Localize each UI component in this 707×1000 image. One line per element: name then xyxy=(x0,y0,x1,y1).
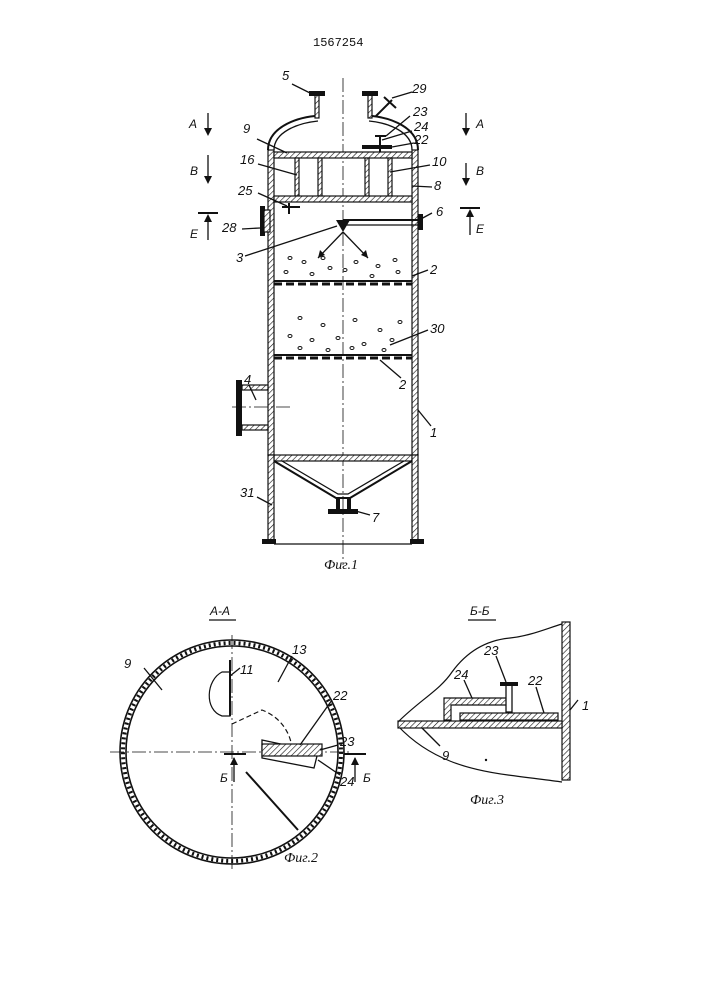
label-28: 28 xyxy=(221,220,237,235)
fig2-label-23: 23 xyxy=(339,734,355,749)
fig2-label-11: 11 xyxy=(240,662,254,677)
cone-top-ring xyxy=(274,455,412,461)
label-8: 8 xyxy=(434,178,442,193)
label-10: 10 xyxy=(432,154,447,169)
fig3-pin-23 xyxy=(506,684,512,712)
outlet-7-right xyxy=(347,498,351,510)
spray-nozzle-3 xyxy=(336,220,350,232)
upper-bed-particles xyxy=(284,257,400,278)
section-A-right: A xyxy=(475,117,484,131)
outlet-7-left xyxy=(336,498,340,510)
nozzle-4-bottom xyxy=(242,425,268,430)
top-nozzle-flange-right xyxy=(362,91,378,96)
label-9: 9 xyxy=(243,121,250,136)
fig2-label-b-left: Б xyxy=(220,771,228,785)
dome-left-inner xyxy=(274,121,318,150)
fig2-label-24: 24 xyxy=(339,774,354,789)
figure-1-caption: Фиг.1 xyxy=(324,558,358,573)
nozzle-4-flange xyxy=(236,380,242,436)
pipe-10-right xyxy=(388,158,392,196)
fig2-label-b-right: Б xyxy=(363,771,371,785)
label-5: 5 xyxy=(282,68,290,83)
top-nozzle-wall-right xyxy=(368,94,372,118)
channel-24-fig2 xyxy=(262,744,322,756)
break-line-bottom xyxy=(398,726,562,782)
fig3-dot xyxy=(485,759,487,761)
label-16: 16 xyxy=(240,152,255,167)
channel-24 xyxy=(362,145,392,149)
cutout-11 xyxy=(209,672,230,716)
label-25: 25 xyxy=(237,183,253,198)
label-1: 1 xyxy=(430,425,437,440)
label-7: 7 xyxy=(372,510,380,525)
label-4: 4 xyxy=(244,372,251,387)
skirt-31-right xyxy=(412,455,418,543)
plate-8 xyxy=(274,196,412,202)
fig2-label-9: 9 xyxy=(124,656,131,671)
label-31: 31 xyxy=(240,485,254,500)
label-2-lower: 2 xyxy=(398,377,407,392)
pipe-16-right xyxy=(318,158,322,196)
fig3-pin-23-head xyxy=(500,682,518,686)
skirt-foot-right xyxy=(410,539,424,544)
fig3-label-22: 22 xyxy=(527,673,543,688)
label-22: 22 xyxy=(413,132,429,147)
fig3-strip-22 xyxy=(460,713,558,720)
figure-2: А-А 9 11 13 22 xyxy=(110,604,371,870)
fig3-label-9: 9 xyxy=(442,748,449,763)
figure-3: Б-Б 23 24 22 1 9 Фиг.3 xyxy=(398,604,589,808)
figure-2-caption: Фиг.2 xyxy=(284,851,318,866)
skirt-foot-left xyxy=(262,539,276,544)
fig3-label-23: 23 xyxy=(483,643,499,658)
fig3-plate-9 xyxy=(398,721,562,728)
figure-3-caption: Фиг.3 xyxy=(470,793,504,808)
label-23: 23 xyxy=(412,104,428,119)
shell-wall-right xyxy=(412,150,418,455)
top-nozzle-wall-left xyxy=(315,94,319,118)
section-E-right: E xyxy=(476,222,485,236)
fig2-label-22: 22 xyxy=(332,688,348,703)
label-2-upper: 2 xyxy=(429,262,438,277)
label-6: 6 xyxy=(436,204,444,219)
lower-bed-particles xyxy=(288,317,402,352)
nozzle-28-body xyxy=(264,210,270,232)
fig3-wall-1 xyxy=(562,622,570,780)
label-29: 29 xyxy=(411,81,426,96)
plate-9 xyxy=(274,152,412,158)
figure-3-title: Б-Б xyxy=(470,604,490,618)
shell-wall-left xyxy=(268,150,274,455)
label-30: 30 xyxy=(430,321,445,336)
sector-edge xyxy=(246,772,298,830)
label-3: 3 xyxy=(236,250,244,265)
pipe-16-left xyxy=(295,158,299,196)
section-E-left: E xyxy=(190,227,199,241)
fig3-label-24: 24 xyxy=(453,667,468,682)
figure-1: 5 29 23 24 22 10 8 6 9 16 25 28 3 2 30 2… xyxy=(188,68,485,573)
fig3-label-1: 1 xyxy=(582,698,589,713)
section-A-left: A xyxy=(188,117,197,131)
section-B-right: B xyxy=(476,164,484,178)
skirt-31-left xyxy=(268,455,274,543)
figure-2-title: А-А xyxy=(209,604,230,618)
fig2-label-13: 13 xyxy=(292,642,307,657)
section-B-left: B xyxy=(190,164,198,178)
pipe-10-left xyxy=(365,158,369,196)
patent-number: 1567254 xyxy=(313,36,363,50)
feed-pipe-6-flange xyxy=(418,214,423,230)
